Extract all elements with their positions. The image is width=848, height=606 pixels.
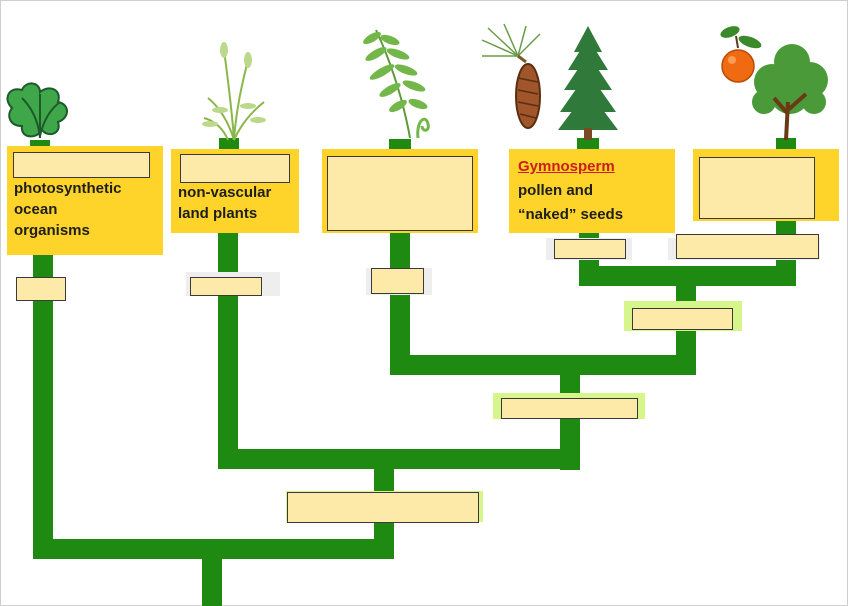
card-gymnosperm-line-3: “naked” seeds bbox=[518, 206, 624, 223]
card-moss-line-2: land plants bbox=[178, 205, 258, 222]
node-blank-seeds[interactable] bbox=[501, 398, 638, 419]
tip-blank-fern[interactable] bbox=[371, 268, 424, 294]
tip-blank-gymnosperm[interactable] bbox=[554, 239, 626, 259]
moss-icon bbox=[202, 42, 266, 141]
tip-blank-angiosperm[interactable] bbox=[676, 234, 819, 259]
node-blank-vascular[interactable] bbox=[287, 492, 479, 523]
tip-blank-moss[interactable] bbox=[190, 277, 262, 296]
algae-icon bbox=[6, 82, 68, 146]
card-moss-blank[interactable] bbox=[180, 154, 290, 183]
card-gymnosperm-line-2: pollen and bbox=[518, 179, 623, 203]
node-blank-flowers[interactable] bbox=[632, 308, 733, 330]
card-angiosperm-blank[interactable] bbox=[699, 157, 815, 219]
card-algae-blank[interactable] bbox=[13, 152, 150, 178]
fern-icon bbox=[363, 29, 430, 139]
card-gymnosperm bbox=[509, 149, 675, 233]
card-algae-line-1: photosynthetic bbox=[14, 180, 122, 197]
tip-blank-algae[interactable] bbox=[16, 277, 66, 301]
card-moss-line-1: non-vascular bbox=[178, 184, 272, 201]
pine-cone-and-conifer-icon bbox=[481, 23, 618, 140]
card-gymnosperm-text: Gymnosperm pollen and “naked” seeds bbox=[518, 155, 623, 227]
card-algae-text: photosynthetic ocean organisms bbox=[14, 178, 122, 241]
card-gymnosperm-pollen: pollen bbox=[518, 182, 567, 199]
card-algae-line-3: organisms bbox=[14, 222, 90, 239]
orange-and-tree-icon bbox=[720, 26, 828, 140]
card-fern-blank[interactable] bbox=[327, 156, 473, 231]
card-gymnosperm-and: and bbox=[566, 182, 594, 199]
card-moss-text: non-vascular land plants bbox=[178, 182, 271, 224]
branch-fern bbox=[390, 232, 696, 375]
card-gymnosperm-title: Gymnosperm bbox=[518, 158, 615, 175]
card-algae-line-2: ocean bbox=[14, 201, 58, 218]
